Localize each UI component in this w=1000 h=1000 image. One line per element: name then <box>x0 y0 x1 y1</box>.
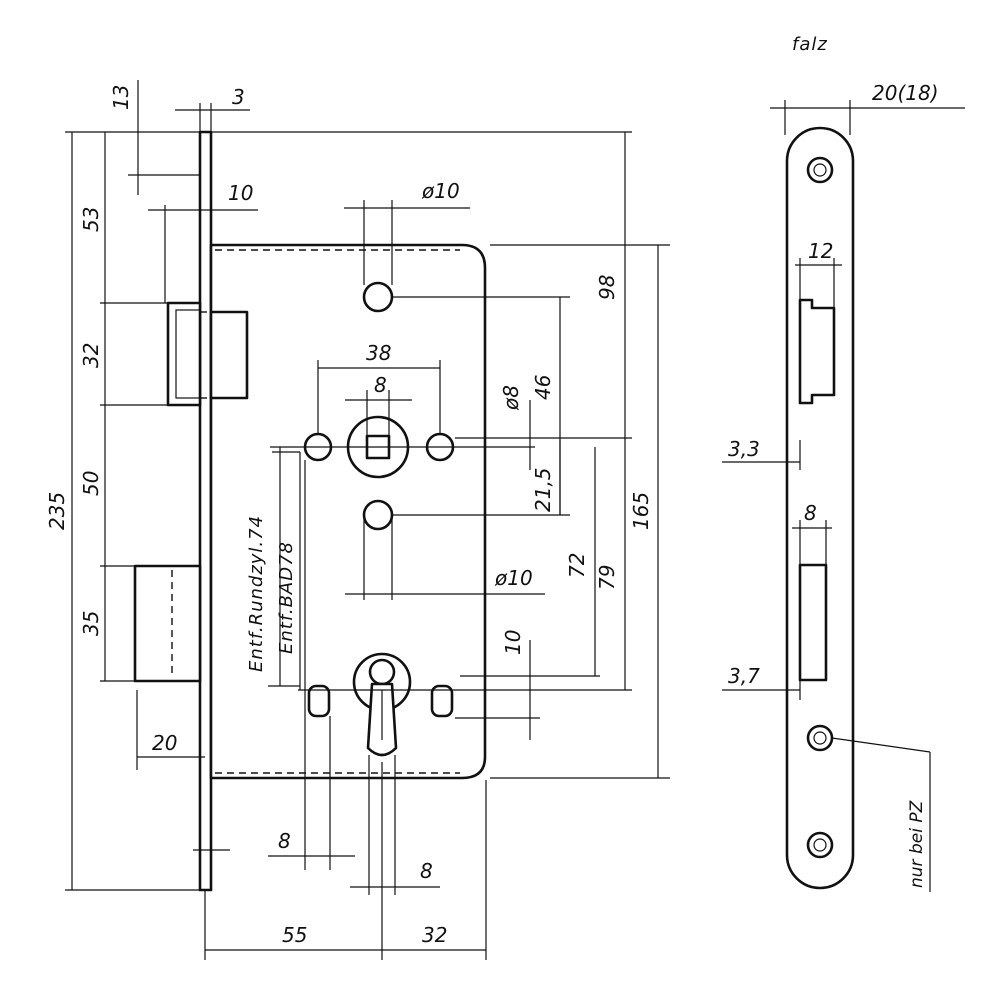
dim-32-bottom: 32 <box>422 923 447 947</box>
faceplate <box>198 130 213 892</box>
side-screw-top <box>806 156 834 184</box>
dim-8-spindle: 8 <box>374 373 387 397</box>
slot-lower-right <box>430 684 454 718</box>
dim-32-left: 32 <box>79 343 103 368</box>
dim-10-bottom: 10 <box>501 630 525 655</box>
dim-3-7: 3,7 <box>728 664 760 688</box>
side-bolt-opening <box>798 563 828 682</box>
dead-bolt <box>133 564 202 683</box>
dim-13: 13 <box>109 85 133 110</box>
side-screw-bottom <box>806 831 834 859</box>
dim-dia10-top: ø10 <box>421 179 460 203</box>
side-latch-opening <box>798 298 836 405</box>
label-distance-round-cylinder: Entf.Rundzyl.74 <box>246 515 267 672</box>
dim-235: 235 <box>45 492 69 530</box>
dim-12: 12 <box>808 239 833 263</box>
extension-lines-vertical <box>136 103 487 960</box>
latch-bolt <box>166 301 249 407</box>
front-view: 13 3 10 53 32 50 35 235 20 ø10 38 8 ø8 4… <box>45 80 670 960</box>
keyhole <box>352 652 412 757</box>
dim-46: 46 <box>531 375 555 400</box>
dim-38: 38 <box>366 341 391 365</box>
dim-10-top: 10 <box>228 181 253 205</box>
side-view: falz 20(18) 12 3,3 8 3,7 nur bei PZ <box>722 34 965 892</box>
dim-50: 50 <box>79 471 103 496</box>
dim-dia8: ø8 <box>499 385 523 411</box>
fixing-hole-top <box>362 281 394 313</box>
dim-98: 98 <box>595 275 619 300</box>
dim-72: 72 <box>565 553 589 578</box>
dim-21-5: 21,5 <box>531 467 555 512</box>
dim-dia10-bottom: ø10 <box>494 566 533 590</box>
dim-35: 35 <box>79 611 103 636</box>
dim-8-side: 8 <box>804 501 817 525</box>
extension-lines-horizontal <box>65 131 670 891</box>
side-screw-pz <box>806 724 834 752</box>
label-falz: falz <box>792 34 828 55</box>
dim-20-18: 20(18) <box>872 81 939 105</box>
label-distance-bathroom: Entf.BAD78 <box>276 541 297 654</box>
dim-8-lower-left: 8 <box>278 829 291 853</box>
note-nur-bei-pz: nur bei PZ <box>907 800 927 888</box>
dim-165: 165 <box>629 492 653 530</box>
dim-8-lower-center: 8 <box>420 859 433 883</box>
dim-20: 20 <box>152 731 177 755</box>
dim-79: 79 <box>595 565 619 590</box>
dim-55: 55 <box>282 923 307 947</box>
leader-pz <box>831 737 931 753</box>
dim-53: 53 <box>79 207 103 232</box>
dimension-lines <box>71 80 659 951</box>
dim-3: 3 <box>232 85 245 109</box>
dim-3-3: 3,3 <box>728 437 760 461</box>
slot-lower-left <box>307 684 331 718</box>
fixing-hole-middle <box>362 499 394 531</box>
